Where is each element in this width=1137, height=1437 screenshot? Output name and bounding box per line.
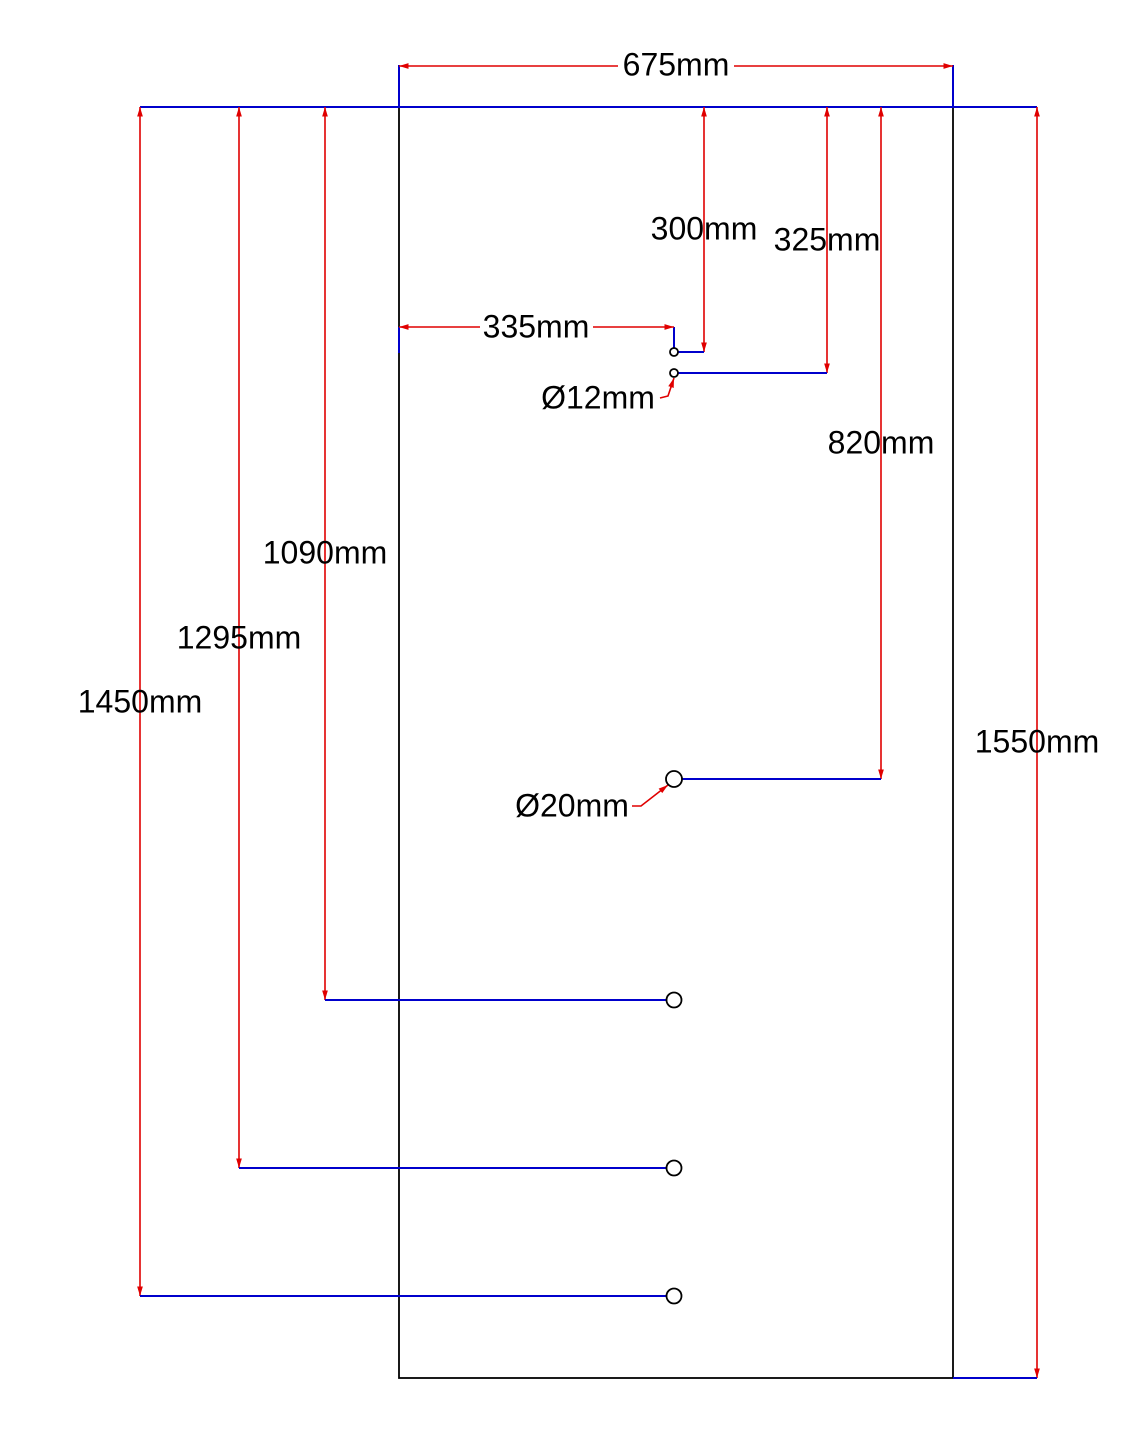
dimension-label: 1295mm [177,619,302,655]
callout-large-hole: Ø20mm [515,784,669,823]
dimension-hole6-vertical: 1450mm [78,107,674,1297]
dimension-label: 335mm [483,308,590,344]
callout-label: Ø20mm [515,787,629,823]
hole-6 [665,1287,683,1305]
dimension-hole5-vertical: 1295mm [177,107,674,1169]
callout-small-hole: Ø12mm [541,377,675,415]
hole-3 [665,770,683,788]
hole-2 [669,368,679,378]
dimension-label: 300mm [651,210,758,246]
dimension-label: 1550mm [975,723,1100,759]
dimension-hole3-vertical: 820mm [674,107,935,780]
panel-outline [398,106,954,1379]
hole-1 [669,347,679,357]
dimension-hole1-vertical: 300mm [651,107,758,353]
dimension-label: 1450mm [78,683,203,719]
dimension-hole4-vertical: 1090mm [263,107,674,1001]
dimension-label: 675mm [623,46,730,82]
dimension-width: 675mm [398,46,954,107]
callout-label: Ø12mm [541,379,655,415]
dimension-label: 325mm [774,221,881,257]
dimension-label: 1090mm [263,534,388,570]
dimension-hole-horizontal: 335mm [398,308,675,353]
hole-4 [665,991,683,1009]
dimension-height: 1550mm [953,107,1100,1379]
dimension-hole2-vertical: 325mm [674,107,881,374]
dimension-label: 820mm [828,424,935,460]
hole-5 [665,1159,683,1177]
